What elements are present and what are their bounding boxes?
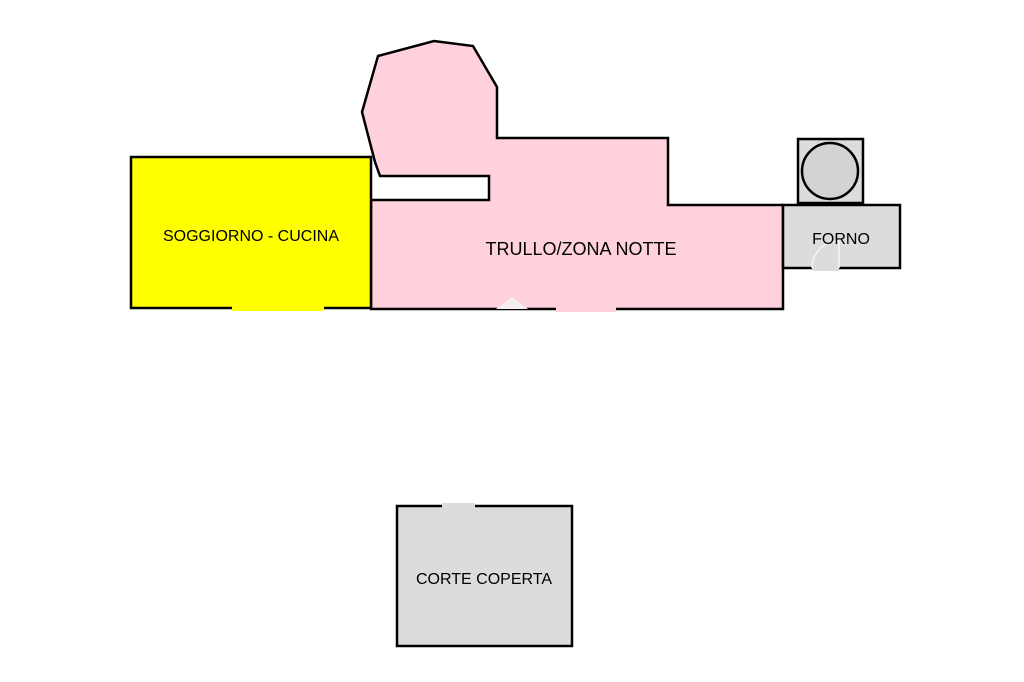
corte-shape — [395, 504, 574, 648]
soggiorno-door-opening — [232, 305, 324, 311]
oven-circle-icon — [800, 141, 860, 201]
room-corte-coperta: CORTE COPERTA — [395, 503, 574, 648]
soggiorno-label: SOGGIORNO - CUCINA — [163, 228, 339, 245]
forno-door-swing — [811, 240, 840, 269]
trullo-shape — [360, 39, 785, 311]
forno-shape — [781, 203, 902, 270]
trullo-label: TRULLO/ZONA NOTTE — [485, 239, 676, 259]
corte-label: CORTE COPERTA — [416, 571, 552, 588]
room-trullo: TRULLO/ZONA NOTTE — [360, 39, 785, 312]
forno-door-opening — [812, 265, 839, 271]
room-forno: FORNO — [781, 137, 902, 271]
room-soggiorno-cucina: SOGGIORNO - CUCINA — [129, 155, 373, 311]
trullo-door-opening — [556, 306, 616, 312]
forno-label: FORNO — [812, 231, 870, 248]
trullo-entry-arrow — [496, 297, 528, 309]
corte-door-opening — [442, 503, 475, 509]
